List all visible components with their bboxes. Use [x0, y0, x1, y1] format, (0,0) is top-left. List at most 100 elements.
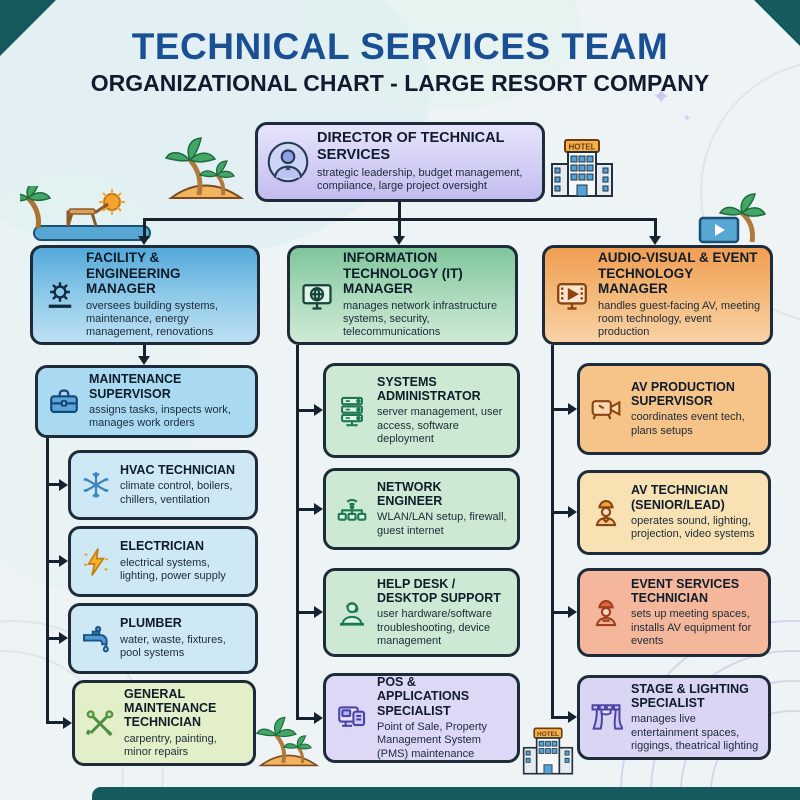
maintenance-supervisor-box: MAINTENANCE SUPERVISOR assigns tasks, in…	[35, 365, 258, 438]
box-title: HELP DESK / DESKTOP SUPPORT	[377, 576, 501, 605]
page-subtitle: ORGANIZATIONAL CHART - LARGE RESORT COMP…	[90, 70, 710, 96]
corner-accent-top-right	[754, 0, 800, 46]
box-desc: water, waste, fixtures, pool systems	[120, 633, 226, 660]
arrow-right-icon	[314, 503, 323, 515]
box-desc: manages network infrastructure systems, …	[343, 299, 498, 339]
box-desc: server management, user access, software…	[377, 406, 503, 446]
arrow-right-icon	[59, 479, 68, 491]
event-services-technician-box: EVENT SERVICES TECHNICIAN sets up meetin…	[577, 568, 771, 657]
box-title: INFORMATION TECHNOLOGY (IT) MANAGER	[343, 250, 463, 297]
systems-administrator-box: SYSTEMS ADMINISTRATOR server management,…	[323, 363, 520, 458]
connector-line	[654, 219, 657, 237]
stage-curtains-icon	[589, 701, 623, 735]
server-stack-icon	[335, 394, 369, 428]
network-engineer-box: NETWORK ENGINEER WLAN/LAN setup, firewal…	[323, 468, 520, 550]
palm-island-illustration	[165, 137, 245, 199]
box-title: GENERAL MAINTENANCE TECHNICIAN	[124, 686, 217, 730]
connector-line	[46, 483, 60, 486]
video-screen-play-icon	[554, 277, 590, 313]
arrow-down-icon	[138, 356, 150, 365]
stage-lighting-specialist-box: STAGE & LIGHTING SPECIALIST manages live…	[577, 675, 771, 760]
connector-line	[46, 560, 60, 563]
arrow-right-icon	[568, 711, 577, 723]
box-title: MAINTENANCE SUPERVISOR	[89, 372, 182, 401]
hotel-sign-text: HOTEL	[568, 143, 595, 152]
box-desc: Point of Sale, Property Management Syste…	[377, 720, 488, 760]
connector-line	[46, 438, 49, 724]
video-camera-icon	[589, 392, 623, 426]
box-desc: sets up meeting spaces, installs AV equi…	[631, 608, 752, 648]
connector-line	[296, 345, 299, 719]
faucet-icon	[80, 623, 112, 655]
headset-agent-icon	[335, 596, 369, 630]
briefcase-icon	[47, 385, 81, 419]
director-box: DIRECTOR OF TECHNICAL SERVICES strategic…	[255, 122, 545, 202]
arrow-down-icon	[649, 236, 661, 245]
palm-island-illustration	[256, 716, 320, 767]
hotel-sign-text: HOTEL	[537, 731, 559, 738]
connector-line	[296, 508, 315, 511]
connector-line	[551, 611, 569, 614]
sparkle-icon: ✦	[652, 84, 671, 109]
connector-line	[551, 716, 569, 719]
hardhat-worker-icon	[589, 496, 623, 530]
box-desc: user hardware/software troubleshooting, …	[377, 608, 492, 648]
av-technician-box: AV TECHNICIAN (SENIOR/LEAD) operates sou…	[577, 470, 771, 555]
arrow-right-icon	[568, 606, 577, 618]
connector-line	[143, 219, 146, 237]
arrow-right-icon	[59, 632, 68, 644]
lightning-bolt-icon	[80, 546, 112, 578]
connector-line	[551, 345, 554, 718]
box-title: AV TECHNICIAN (SENIOR/LEAD)	[631, 483, 728, 512]
box-title: ELECTRICIAN	[120, 539, 205, 554]
page-title: TECHNICAL SERVICES TEAM	[131, 26, 669, 67]
box-title: STAGE & LIGHTING SPECIALIST	[631, 681, 749, 710]
connector-line	[551, 408, 569, 411]
crossed-tools-icon	[84, 707, 116, 739]
director-person-icon	[267, 141, 309, 183]
connector-line	[398, 219, 401, 237]
arrow-right-icon	[314, 606, 323, 618]
facility-manager-box: FACILITY & ENGINEERING MANAGER oversees …	[30, 245, 260, 345]
hardhat-gear-icon	[42, 277, 78, 313]
arrow-right-icon	[59, 555, 68, 567]
box-desc: strategic leadership, budget management,…	[317, 166, 523, 193]
box-desc: oversees building systems, maintenance, …	[86, 299, 219, 339]
arrow-right-icon	[63, 717, 72, 729]
box-desc: carpentry, painting, minor repairs	[124, 732, 217, 759]
connector-line	[551, 511, 569, 514]
connector-line	[46, 721, 64, 724]
av-manager-box: AUDIO-VISUAL & EVENT TECHNOLOGY MANAGER …	[542, 245, 773, 345]
hotel-illustration: HOTEL	[522, 727, 574, 775]
box-desc: coordinates event tech, plans setups	[631, 411, 745, 437]
box-desc: assigns tasks, inspects work, manages wo…	[89, 403, 231, 430]
box-title: DIRECTOR OF TECHNICAL SERVICES	[317, 130, 505, 164]
arrow-down-icon	[393, 236, 405, 245]
box-title: POS & APPLICATIONS SPECIALIST	[377, 674, 470, 718]
hotel-illustration: HOTEL	[551, 139, 613, 197]
connector-line	[296, 611, 315, 614]
box-desc: climate control, boilers, chillers, vent…	[120, 480, 233, 506]
monitor-globe-icon	[299, 277, 335, 313]
footer-accent-bar	[92, 787, 800, 800]
av-production-supervisor-box: AV PRODUCTION SUPERVISOR coordinates eve…	[577, 363, 771, 455]
general-maintenance-box: GENERAL MAINTENANCE TECHNICIAN carpentry…	[72, 680, 256, 766]
it-manager-box: INFORMATION TECHNOLOGY (IT) MANAGER mana…	[287, 245, 518, 345]
arrow-right-icon	[568, 403, 577, 415]
box-title: FACILITY & ENGINEERING MANAGER	[86, 250, 181, 297]
palm-video-illustration	[698, 193, 767, 244]
box-title: EVENT SERVICES TECHNICIAN	[631, 576, 740, 605]
connector-line	[143, 345, 146, 357]
arrow-right-icon	[568, 506, 577, 518]
network-nodes-icon	[335, 492, 369, 526]
arrow-down-icon	[138, 236, 150, 245]
sparkle-icon: ✦	[682, 111, 693, 125]
box-desc: WLAN/LAN setup, firewall, guest internet	[377, 511, 507, 537]
electrician-box: ELECTRICIAN electrical systems, lighting…	[68, 526, 258, 597]
connector-line	[296, 409, 315, 412]
connector-line	[46, 637, 60, 640]
box-title: NETWORK ENGINEER	[377, 479, 443, 509]
box-title: AV PRODUCTION SUPERVISOR	[631, 379, 735, 409]
pos-applications-box: POS & APPLICATIONS SPECIALIST Point of S…	[323, 673, 520, 763]
